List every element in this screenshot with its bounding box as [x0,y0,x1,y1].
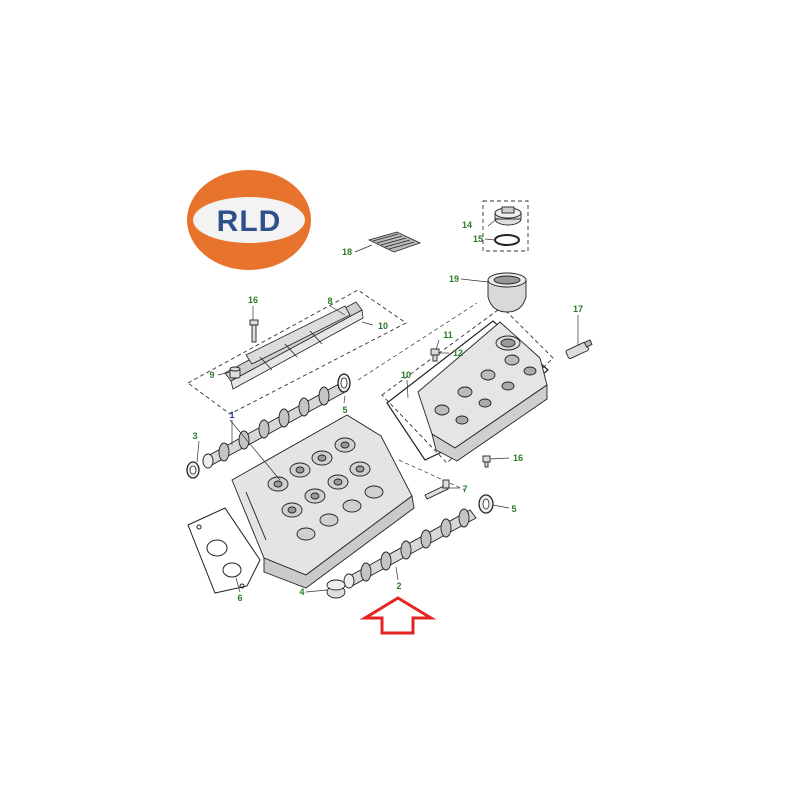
callout-9: 9 [209,370,214,380]
camshaft-cover-seal-icon [224,301,364,390]
valve-cover-group [381,306,554,464]
bolt-icon [249,319,259,343]
camshaft-seal-lower-inner-icon [482,498,490,510]
reference-lines [357,302,478,491]
highlight-arrow-icon [359,596,437,635]
callout-4: 4 [299,587,304,597]
camshaft-seal-front-inner-icon [189,465,197,475]
callout-16-upper: 16 [248,295,258,305]
callout-labels: 1 2 3 4 5 5 6 7 8 9 10 10 11 12 14 15 16… [192,220,583,603]
cylinder-head-icon [231,414,415,589]
stud-bolt-icon [424,479,450,500]
leader-lines [196,217,579,593]
blanking-plug-icon [326,579,346,599]
callout-1: 1 [229,410,234,420]
callout-3: 3 [192,431,197,441]
callout-12: 12 [453,348,463,358]
oil-filler-neck-icon [487,272,527,313]
callout-5-upper: 5 [342,405,347,415]
callout-17: 17 [573,304,583,314]
callout-6: 6 [237,593,242,603]
callout-8: 8 [327,296,332,306]
callout-16-lower: 16 [513,453,523,463]
camshaft-seal-upper-inner-icon [340,377,348,389]
callout-5-lower: 5 [511,504,516,514]
rld-logo: RLD [187,170,311,270]
camshaft-upper-icon [202,383,346,469]
callout-19: 19 [449,274,459,284]
oil-filler-cap-icon [494,206,522,226]
logo-text: RLD [217,205,282,238]
callout-14: 14 [462,220,472,230]
callout-10-cover: 10 [401,370,411,380]
seal-plug-icon [229,366,241,379]
oil-cap-group [482,200,529,252]
valve-cover-bolt-icon [482,455,491,468]
valve-cover-bolt-icon [430,348,440,362]
valve-cover-icon [386,320,549,462]
callout-2: 2 [396,581,401,591]
dashed-group-outlines [187,200,554,464]
callout-7: 7 [462,484,467,494]
gasket-kit-icon [367,231,422,253]
head-gasket-icon [187,507,261,594]
callout-10-seal: 10 [378,321,388,331]
sensor-icon [565,339,593,359]
rocker-cover-seal-group [187,289,407,415]
callout-18: 18 [342,247,352,257]
o-ring-seal-icon [494,234,520,246]
camshaft-lower-icon [343,508,477,589]
callout-15: 15 [473,234,483,244]
callout-11: 11 [443,330,453,340]
